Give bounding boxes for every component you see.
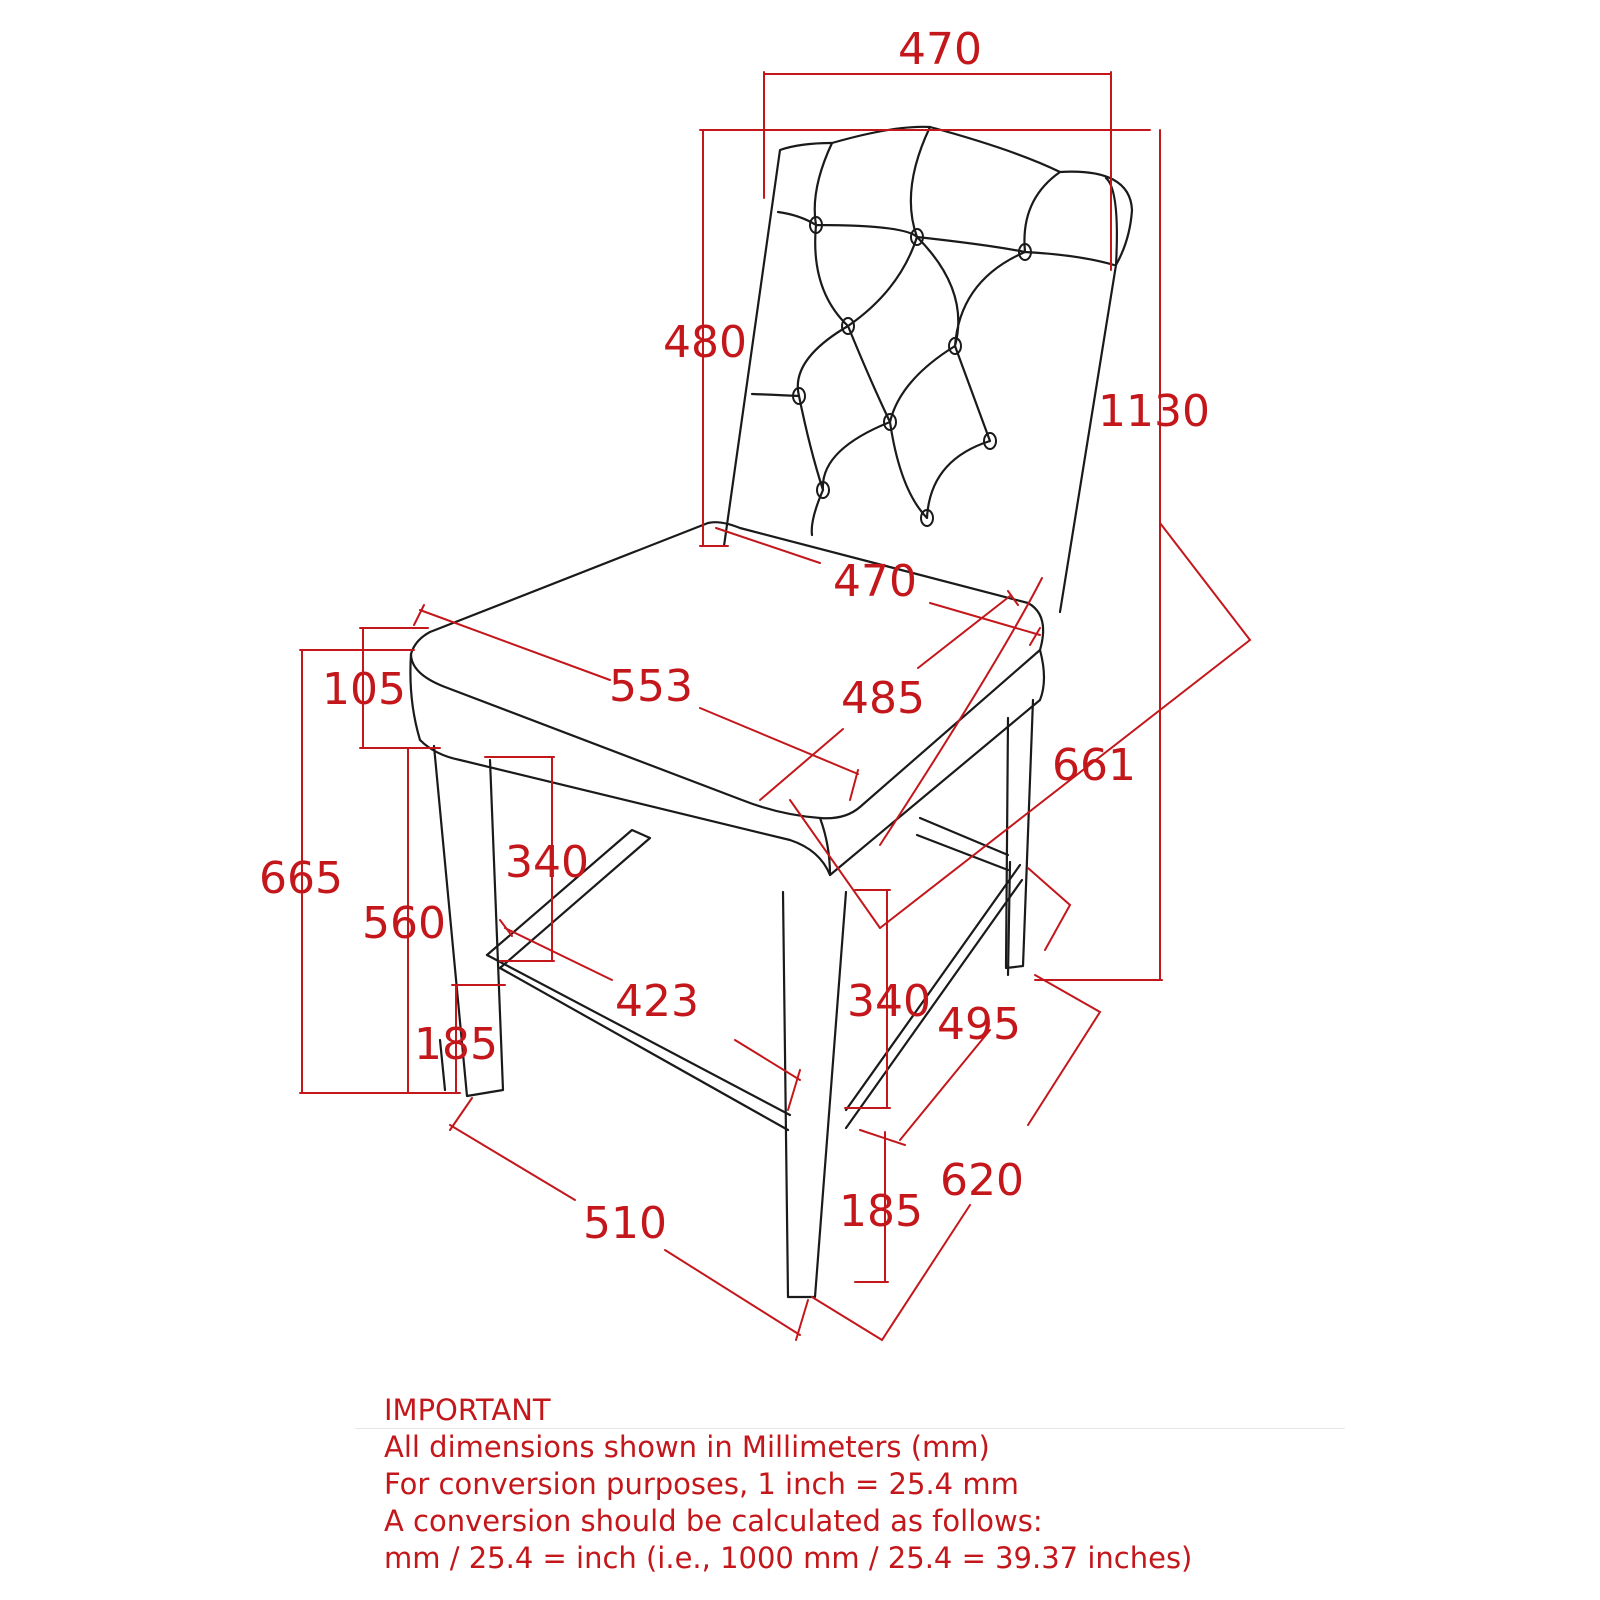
note-line-conversion: For conversion purposes, 1 inch = 25.4 m…	[384, 1467, 1019, 1501]
right-stretcher	[844, 863, 1024, 1130]
seat-cushion-corner	[818, 816, 832, 877]
note-line-units: All dimensions shown in Millimeters (mm)	[384, 1430, 990, 1464]
back-stretcher	[915, 816, 1010, 872]
label-seat-front-width: 485	[841, 673, 925, 724]
back-right-leg	[1004, 698, 1035, 970]
dim-seat-height	[299, 649, 461, 1094]
front-right-leg	[781, 890, 848, 1299]
label-front-stretcher-height: 340	[847, 976, 931, 1027]
label-seat-height: 665	[259, 853, 343, 904]
dim-seat-back-width	[715, 527, 1041, 646]
back-inner-leg	[1006, 860, 1012, 977]
dim-seat-depth-side	[413, 604, 859, 801]
dim-left-stretcher-height	[484, 756, 555, 962]
backrest-side	[1104, 176, 1118, 267]
dim-total-height	[1034, 129, 1163, 981]
seat-cushion-top	[409, 521, 1045, 820]
label-total-height: 1130	[1098, 386, 1210, 437]
front-left-leg	[432, 744, 505, 1098]
label-front-stretcher-length: 495	[937, 999, 1021, 1050]
dim-seat-front-width	[759, 590, 1019, 801]
dim-back-height	[699, 129, 1151, 547]
note-line-formula: mm / 25.4 = inch (i.e., 1000 mm / 25.4 =…	[384, 1541, 1193, 1575]
label-base-front-width: 620	[940, 1155, 1024, 1206]
dim-seat-frame-height	[404, 747, 441, 1094]
dim-base-side-depth	[449, 1097, 809, 1341]
dim-front-stretcher-length	[859, 867, 1072, 1146]
dimension-labels: 470 480 1130 470 553 485 105 661 665 560…	[259, 24, 1210, 1249]
label-diagonal: 661	[1052, 740, 1136, 791]
left-stretcher	[485, 828, 652, 970]
label-front-foot-height: 185	[839, 1186, 923, 1237]
label-left-stretcher-height: 340	[505, 837, 589, 888]
label-left-stretcher-length: 423	[615, 976, 699, 1027]
label-cushion-thickness: 105	[322, 664, 406, 715]
back-left-leg	[438, 1038, 447, 1092]
label-seat-frame-height: 560	[362, 898, 446, 949]
dim-diagonal-extension	[789, 799, 881, 929]
dim-front-stretcher-height	[844, 889, 891, 1109]
dim-front-foot-height	[854, 1131, 889, 1283]
dim-left-stretcher-length	[499, 919, 801, 1111]
dim-base-front-width	[811, 974, 1102, 1342]
chair-outline	[409, 125, 1134, 1299]
label-left-foot-height: 185	[414, 1019, 498, 1070]
front-stretcher	[485, 953, 792, 1132]
note-line-formula-intro: A conversion should be calculated as fol…	[384, 1504, 1043, 1538]
note-heading: IMPORTANT	[384, 1393, 551, 1427]
dim-back-top-width	[763, 71, 1112, 271]
tufting-buttons	[792, 216, 1032, 527]
label-seat-depth-side: 553	[609, 661, 693, 712]
dim-diagonal	[879, 522, 1252, 929]
label-back-top-width: 470	[898, 24, 982, 75]
dimension-lines	[299, 71, 1252, 1342]
label-base-side-depth: 510	[583, 1198, 667, 1249]
important-note: IMPORTANT All dimensions shown in Millim…	[384, 1392, 1192, 1577]
label-seat-back-width: 470	[833, 556, 917, 607]
tufting-lines	[750, 125, 1116, 537]
note-divider	[355, 1428, 1345, 1429]
dim-left-foot-height	[451, 984, 506, 1094]
seat-cushion-front	[409, 648, 1046, 877]
label-back-height: 480	[663, 317, 747, 368]
